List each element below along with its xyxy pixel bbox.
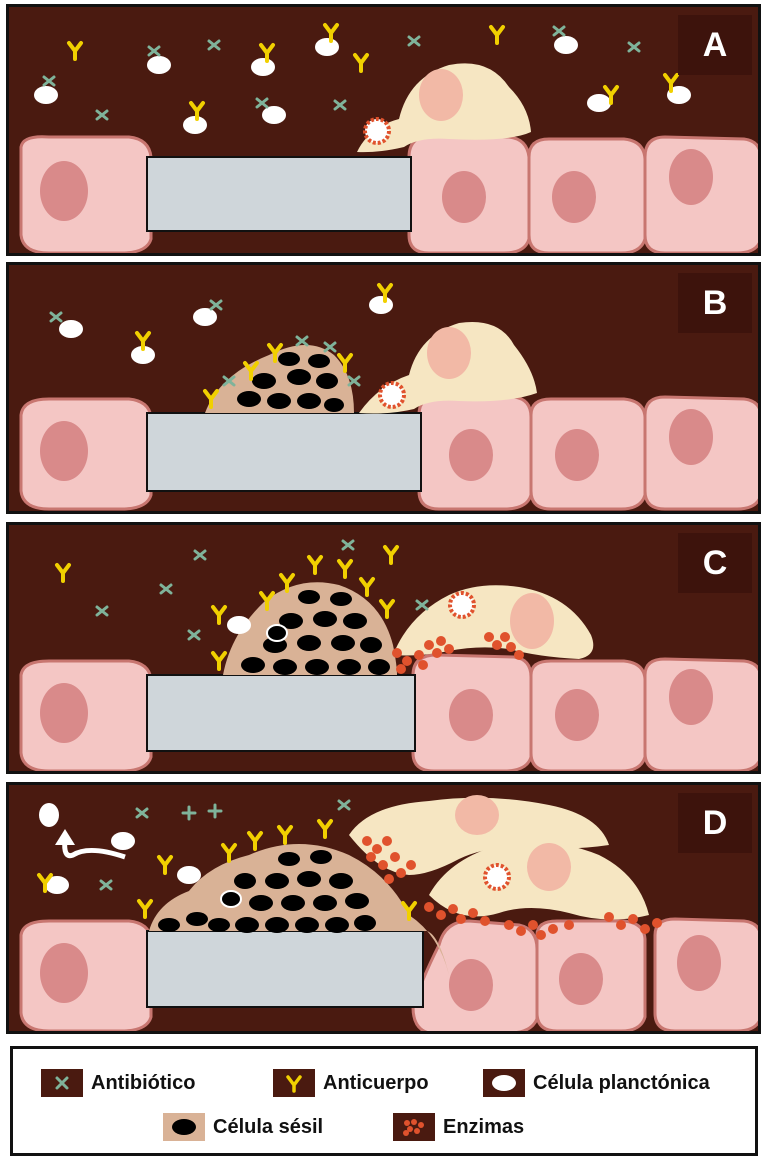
antibiotic-icon — [41, 1069, 83, 1097]
legend: Antibiótico Anticuerpo Célula planctónic… — [10, 1046, 758, 1156]
planktonic-cells — [59, 296, 393, 364]
panel-c-illustration — [9, 525, 761, 774]
panel-b: B — [6, 262, 761, 514]
panel-d-illustration — [9, 785, 761, 1034]
implant — [147, 675, 415, 751]
panel-c: C — [6, 522, 761, 774]
implant — [147, 413, 421, 491]
panel-a: A — [6, 4, 761, 256]
enzymes-icon — [393, 1113, 435, 1141]
panel-d: D — [6, 782, 761, 1034]
legend-planktonic-label: Célula planctónica — [533, 1072, 710, 1095]
antibody-icon — [273, 1069, 315, 1097]
panel-label: C — [678, 533, 752, 593]
planktonic-cell-icon — [483, 1069, 525, 1097]
planktonic-cells — [34, 36, 691, 134]
legend-antibiotic-label: Antibiótico — [91, 1072, 195, 1095]
legend-enzymes: Enzimas — [393, 1113, 524, 1141]
legend-planktonic: Célula planctónica — [483, 1069, 710, 1097]
planktonic-cells — [227, 616, 251, 634]
antibiotics — [44, 27, 639, 119]
panel-b-illustration — [9, 265, 761, 514]
legend-antibody-label: Anticuerpo — [323, 1072, 429, 1095]
legend-sessile-label: Célula sésil — [213, 1116, 323, 1139]
panel-label: A — [678, 15, 752, 75]
legend-antibody: Anticuerpo — [273, 1069, 429, 1097]
legend-antibiotic: Antibiótico — [41, 1069, 195, 1097]
implant — [147, 157, 411, 231]
panel-label: B — [678, 273, 752, 333]
panel-a-illustration — [9, 7, 761, 256]
legend-enzymes-label: Enzimas — [443, 1116, 524, 1139]
dispersal-arrowhead — [55, 829, 75, 845]
sessile-cell-icon — [163, 1113, 205, 1141]
panel-label: D — [678, 793, 752, 853]
implant — [147, 931, 423, 1007]
legend-sessile: Célula sésil — [163, 1113, 323, 1141]
